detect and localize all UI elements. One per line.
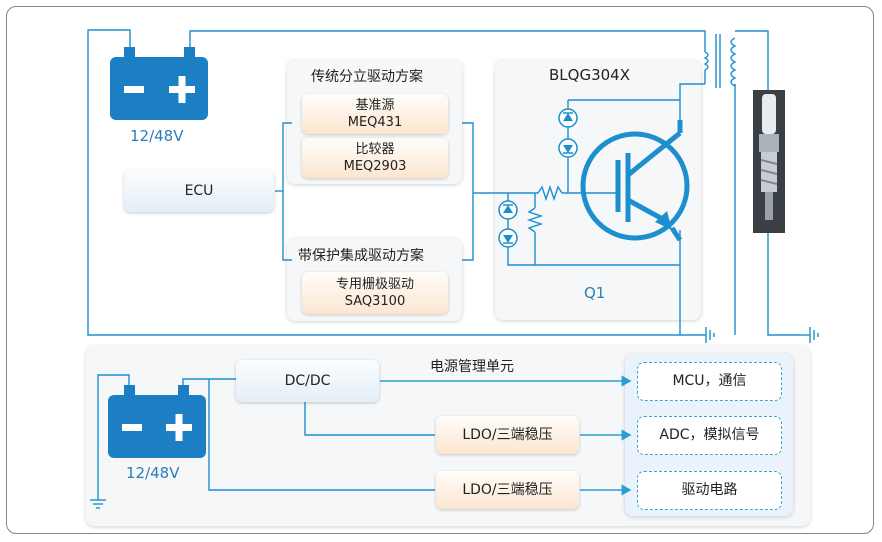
- igbt-part-number: BLQG304X: [549, 66, 630, 84]
- ecu-label: ECU: [184, 182, 214, 199]
- mcu-output-label: MCU，通信: [672, 373, 747, 389]
- gate-driver-box[interactable]: 专用栅极驱动 SAQ3100: [302, 272, 448, 314]
- reference-source-part: MEQ431: [347, 115, 403, 130]
- outer-frame: [6, 6, 874, 534]
- ignition-coil-icon: [703, 34, 737, 88]
- integrated-driver-title: 带保护集成驱动方案: [298, 248, 424, 264]
- dcdc-label: DC/DC: [284, 372, 331, 389]
- driver-circuit-output-box[interactable]: 驱动电路: [637, 471, 782, 510]
- battery-top-voltage: 12/48V: [130, 127, 184, 145]
- reference-source-label: 基准源: [355, 98, 395, 113]
- battery-bottom-voltage: 12/48V: [126, 464, 180, 482]
- traditional-driver-title: 传统分立驱动方案: [311, 69, 423, 85]
- mcu-output-box[interactable]: MCU，通信: [637, 362, 782, 401]
- comparator-part: MEQ2903: [343, 159, 407, 174]
- ground-icon: [90, 499, 106, 509]
- power-management-title: 电源管理单元: [430, 359, 514, 375]
- driver-circuit-output-label: 驱动电路: [681, 482, 738, 498]
- igbt-symbol: [580, 120, 690, 242]
- spark-plug-icon: [753, 90, 785, 233]
- adc-output-label: ADC，模拟信号: [659, 427, 760, 443]
- ldo-regulator-label: LDO/三端稳压: [462, 426, 553, 443]
- gate-driver-label: 专用栅极驱动: [335, 277, 414, 292]
- battery-top-icon: [110, 47, 208, 120]
- igbt-panel: [495, 60, 701, 320]
- adc-output-box[interactable]: ADC，模拟信号: [637, 416, 782, 455]
- reference-source-box[interactable]: 基准源 MEQ431: [302, 94, 448, 134]
- ldo-regulator-box[interactable]: LDO/三端稳压: [436, 416, 579, 454]
- battery-bottom-icon: [108, 385, 206, 458]
- igbt-ref-designator: Q1: [584, 284, 606, 302]
- ldo-regulator-box[interactable]: LDO/三端稳压: [436, 471, 579, 509]
- comparator-label: 比较器: [355, 142, 395, 157]
- gate-driver-part: SAQ3100: [344, 294, 406, 309]
- ecu-box[interactable]: ECU: [124, 170, 274, 212]
- ldo-regulator-label: LDO/三端稳压: [462, 481, 553, 498]
- comparator-box[interactable]: 比较器 MEQ2903: [302, 138, 448, 178]
- dcdc-box[interactable]: DC/DC: [236, 360, 379, 402]
- zener-diode-icon: [498, 108, 578, 248]
- ground-icon: [680, 327, 819, 343]
